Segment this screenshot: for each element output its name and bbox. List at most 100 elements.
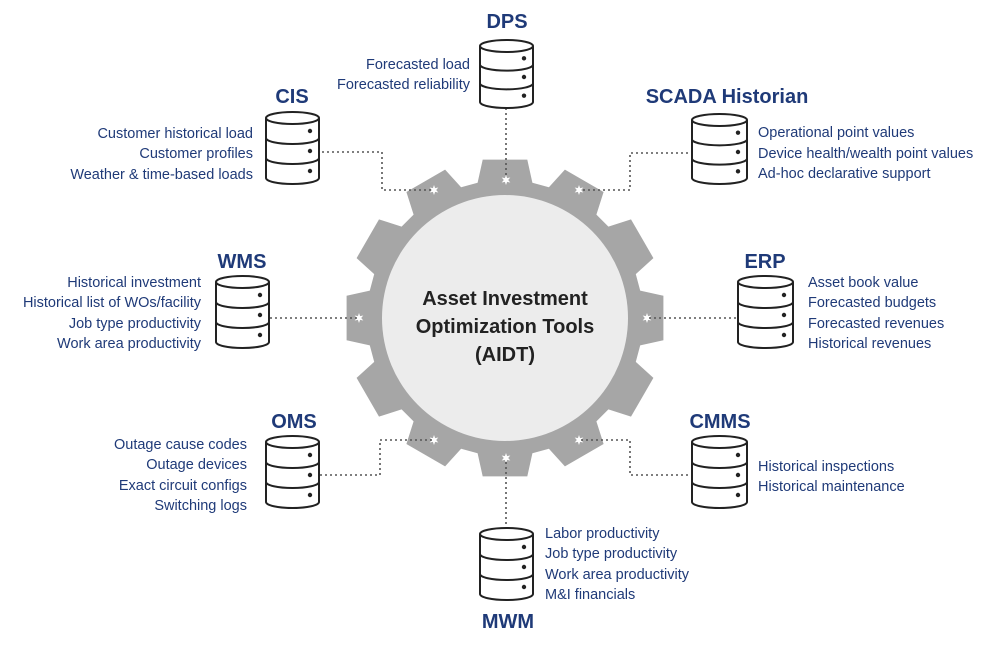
connector-point-icon xyxy=(574,185,584,195)
source-title-dps: DPS xyxy=(486,11,527,33)
source-item: Ad-hoc declarative support xyxy=(758,166,931,182)
source-item: Job type productivity xyxy=(69,316,202,332)
gear-hub xyxy=(382,195,628,441)
database-band xyxy=(737,321,794,329)
connectors xyxy=(270,108,736,524)
database-dot xyxy=(781,312,787,318)
database-dot xyxy=(781,292,787,298)
database-dot xyxy=(735,492,741,498)
database-dot xyxy=(735,452,741,458)
source-item: Switching logs xyxy=(154,498,247,514)
connector-point-icon xyxy=(574,435,584,445)
database-band xyxy=(691,158,748,166)
database-cylinder xyxy=(737,275,794,349)
database-icon xyxy=(691,113,748,185)
source-item: Labor productivity xyxy=(545,526,660,542)
database-dot xyxy=(307,148,313,154)
connector-oms xyxy=(320,439,434,476)
database-dot xyxy=(257,312,263,318)
source-title-oms: OMS xyxy=(271,411,317,433)
source-item: Forecasted load xyxy=(366,57,470,73)
database-top-rim xyxy=(215,281,270,289)
database-dot xyxy=(521,93,527,98)
database-dot xyxy=(735,169,741,174)
connector-point-icon xyxy=(501,453,511,463)
database-icon xyxy=(215,275,270,349)
source-item: Forecasted revenues xyxy=(808,316,944,332)
source-item: Job type productivity xyxy=(545,546,678,562)
database-icon xyxy=(479,39,534,109)
database-cylinder xyxy=(265,435,320,509)
source-item: Operational point values xyxy=(758,125,914,141)
database-cylinder xyxy=(215,275,270,349)
database-top-rim xyxy=(265,117,320,125)
database-dot xyxy=(735,149,741,155)
source-item: Work area productivity xyxy=(57,336,202,352)
database-icon xyxy=(691,435,748,509)
database-band xyxy=(691,481,748,489)
connector-scada xyxy=(580,152,688,191)
center-label-line-1: Asset Investment xyxy=(422,288,588,310)
connector-point-icon xyxy=(429,435,439,445)
database-dot xyxy=(307,128,313,134)
database-top-rim xyxy=(737,281,794,289)
source-item: Historical investment xyxy=(67,275,201,291)
database-band xyxy=(479,573,534,581)
database-cylinder xyxy=(479,527,534,601)
database-dot xyxy=(521,544,527,550)
source-item: Weather & time-based loads xyxy=(70,167,253,183)
database-icon xyxy=(265,435,320,509)
source-erp: ERP Asset book value Forecasted budgets … xyxy=(737,251,944,352)
source-item: Forecasted reliability xyxy=(337,77,471,93)
connector-point-icon xyxy=(354,313,364,323)
database-icon xyxy=(479,527,534,601)
connector-cis xyxy=(322,151,434,191)
source-item: Customer profiles xyxy=(139,146,253,162)
database-band xyxy=(691,461,748,469)
database-band xyxy=(479,64,534,72)
source-item: M&I financials xyxy=(545,587,635,603)
database-cylinder xyxy=(479,39,534,109)
source-cmms: CMMS Historical inspections Historical m… xyxy=(689,411,905,509)
database-cylinder xyxy=(691,435,748,509)
database-band xyxy=(265,461,320,469)
database-cylinder xyxy=(265,111,320,185)
database-band xyxy=(479,553,534,561)
source-cis: CIS Customer historical load Customer pr… xyxy=(70,86,320,185)
database-dot xyxy=(307,168,313,174)
database-dot xyxy=(307,472,313,478)
database-band xyxy=(265,481,320,489)
database-band xyxy=(265,157,320,165)
source-item: Historical revenues xyxy=(808,336,931,352)
source-dps: DPS Forecasted load Forecasted reliabili… xyxy=(337,11,534,109)
database-top-rim xyxy=(265,441,320,449)
center-label: Asset Investment Optimization Tools (AID… xyxy=(416,288,595,366)
database-band xyxy=(479,83,534,91)
source-item: Work area productivity xyxy=(545,567,690,583)
database-top-rim xyxy=(479,45,534,53)
source-title-wms: WMS xyxy=(218,251,267,273)
database-icon xyxy=(265,111,320,185)
center-label-line-2: Optimization Tools xyxy=(416,316,595,338)
source-item: Outage devices xyxy=(146,457,247,473)
database-dot xyxy=(257,332,263,338)
source-item: Historical maintenance xyxy=(758,479,905,495)
database-band xyxy=(215,301,270,309)
source-item: Forecasted budgets xyxy=(808,295,936,311)
database-band xyxy=(691,139,748,147)
source-title-mwm: MWM xyxy=(482,611,534,633)
source-title-cis: CIS xyxy=(275,86,308,108)
database-cylinder xyxy=(691,113,748,185)
connector-cmms xyxy=(580,439,688,476)
connector-point-icon xyxy=(429,185,439,195)
gear xyxy=(346,159,664,477)
connector-point-icon xyxy=(501,175,511,185)
source-item: Exact circuit configs xyxy=(119,478,247,494)
source-wms: WMS Historical investment Historical lis… xyxy=(23,251,270,352)
source-mwm: MWM Labor productivity Job type producti… xyxy=(479,526,690,633)
database-dot xyxy=(521,564,527,570)
database-band xyxy=(265,137,320,145)
database-dot xyxy=(735,130,741,135)
center-label-line-3: (AIDT) xyxy=(475,344,535,366)
